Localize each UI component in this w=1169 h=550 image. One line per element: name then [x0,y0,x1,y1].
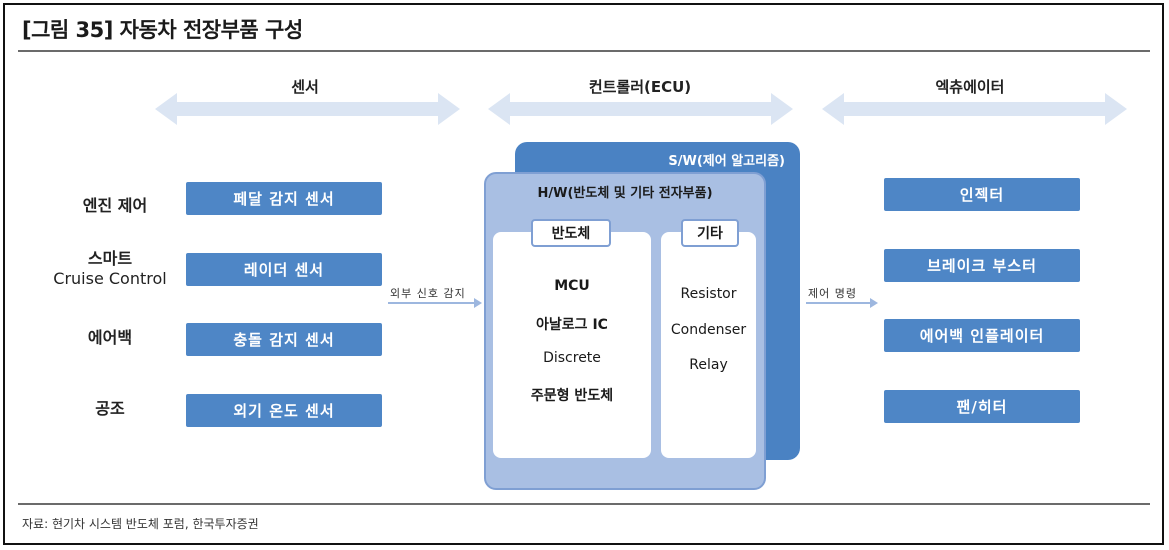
actuator-brake-booster: 브레이크 부스터 [884,249,1080,282]
sensor-pedal: 페달 감지 센서 [186,182,382,215]
others-item-resistor: Resistor [680,286,737,302]
sensor-span-arrow [155,93,460,125]
software-label: S/W(제어 알고리즘) [668,154,785,169]
row-label-smart-cruise: 스마트 Cruise Control [40,249,180,289]
input-flow-arrow [388,298,482,308]
actuator-injector: 인젝터 [884,178,1080,211]
semiconductor-tab: 반도체 [531,219,611,247]
row-label-engine: 엔진 제어 [82,196,148,215]
title-divider [18,50,1150,52]
sensor-outside-temp: 외기 온도 센서 [186,394,382,427]
sensor-radar: 레이더 센서 [186,253,382,286]
column-header-actuator: 엑츄에이터 [935,78,1005,96]
sensor-collision: 충돌 감지 센서 [186,323,382,356]
output-flow-label: 제어 명령 [808,287,857,300]
hardware-label: H/W(반도체 및 기타 전자부품) [537,186,713,201]
row-label-cruise-control: Cruise Control [53,269,167,288]
actuator-span-arrow [822,93,1127,125]
source-note: 자료: 현기차 시스템 반도체 포럼, 한국투자증권 [22,517,259,531]
semiconductor-item-asic: 주문형 반도체 [530,388,614,404]
semiconductor-item-discrete: Discrete [543,350,601,366]
others-panel [661,232,756,458]
others-tab: 기타 [681,219,739,247]
semiconductor-panel [493,232,651,458]
row-label-airbag: 에어백 [87,328,133,347]
input-flow-label: 외부 신호 감지 [390,287,466,300]
column-header-sensor: 센서 [291,78,319,96]
column-header-controller: 컨트롤러(ECU) [588,78,692,96]
output-flow-arrow [806,298,878,308]
actuator-airbag-inflator: 에어백 인플레이터 [884,319,1080,352]
semiconductor-item-mcu: MCU [554,278,590,294]
row-label-smart: 스마트 [87,249,133,268]
controller-span-arrow [488,93,793,125]
row-label-hvac: 공조 [95,399,125,418]
source-divider [18,503,1150,505]
others-item-condenser: Condenser [670,322,747,338]
figure-title: [그림 35] 자동차 전장부품 구성 [22,18,303,42]
others-item-relay: Relay [689,357,728,373]
semiconductor-item-analog-ic: 아날로그 IC [536,317,608,333]
actuator-fan-heater: 팬/히터 [884,390,1080,423]
